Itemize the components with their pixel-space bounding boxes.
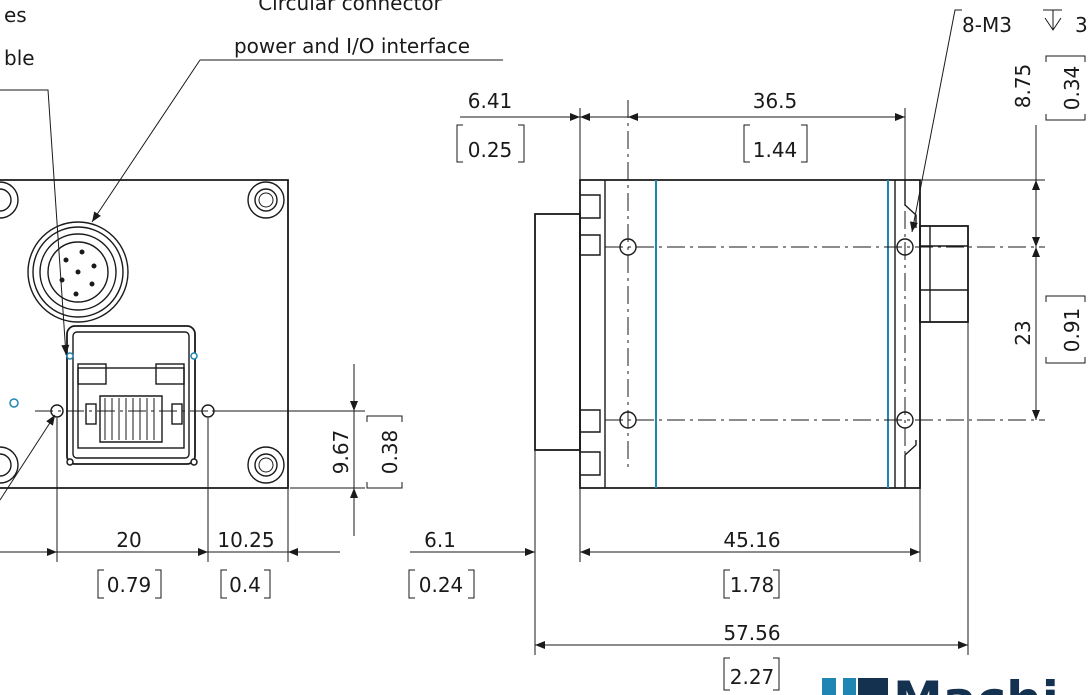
brand-logo: Machi [822, 671, 1059, 695]
dim-6-1-inch-label: 0.24 [419, 573, 464, 597]
depth-symbol-icon [1043, 9, 1062, 31]
screw-top-left-icon [0, 181, 19, 219]
thread-depth: 3 [1075, 13, 1088, 37]
dim-45-16-inch-label: 1.78 [730, 573, 775, 597]
side-body-outline [579, 179, 921, 489]
logo-text: Machi [893, 671, 1059, 695]
dim-8-75-label: 8.75 [1011, 64, 1035, 109]
screw-bottom-left-icon [0, 446, 19, 484]
dim-23-label: 23 [1011, 320, 1035, 345]
dim-9-67-label: 9.67 [329, 430, 353, 475]
thread-leader [909, 9, 962, 233]
flange-notch-top [580, 194, 601, 219]
dim-36-5-label: 36.5 [753, 89, 798, 113]
dim-45-16-label: 45.16 [723, 528, 780, 552]
dim-20-label: 20 [116, 528, 141, 552]
rear-connector-icon [919, 225, 969, 323]
front-housing-outline [0, 179, 289, 489]
cable-note-fragment: ble [4, 46, 35, 70]
circular-connector-icon [27, 221, 129, 323]
connector-note-line1: Circular connector [258, 0, 442, 15]
rj45-port-icon [66, 325, 198, 466]
dim-57-56-inch-label: 2.27 [730, 665, 775, 689]
dim-10-25-inch-label: 0.4 [229, 573, 261, 597]
dim-20-inch-label: 0.79 [107, 573, 152, 597]
screw-top-right-icon [247, 181, 285, 219]
dim-8-75-inch-label: 0.34 [1060, 66, 1084, 111]
hole-leader [0, 414, 56, 501]
front-view: 20 0.79 10.25 0.4 9.67 0.38 [0, 179, 403, 599]
lens-mount-outline [534, 213, 581, 451]
dim-9-67-inch-label: 0.38 [378, 430, 402, 475]
dim-36-5-inch-label: 1.44 [753, 138, 798, 162]
connector-leader [91, 59, 201, 223]
dim-6-41-inch-label: 0.25 [468, 138, 513, 162]
dim-23-inch-label: 0.91 [1060, 308, 1084, 353]
dim-10-25-label: 10.25 [217, 528, 274, 552]
connector-note-line2: power and I/O interface [234, 34, 470, 58]
side-view: 6.41 0.25 36.5 1.44 8.75 0.34 23 0.91 [408, 55, 1086, 691]
status-led-icon [9, 398, 19, 408]
cable-leader [0, 89, 70, 356]
thread-spec: 8-M3 [962, 13, 1012, 37]
screw-bottom-right-icon [247, 446, 285, 484]
dim-6-1-label: 6.1 [424, 528, 456, 552]
holes-note-fragment: es [4, 3, 27, 27]
dim-57-56-label: 57.56 [723, 621, 780, 645]
notes: es ble Circular connector power and I/O … [0, 0, 1088, 501]
dim-6-41-label: 6.41 [468, 89, 513, 113]
